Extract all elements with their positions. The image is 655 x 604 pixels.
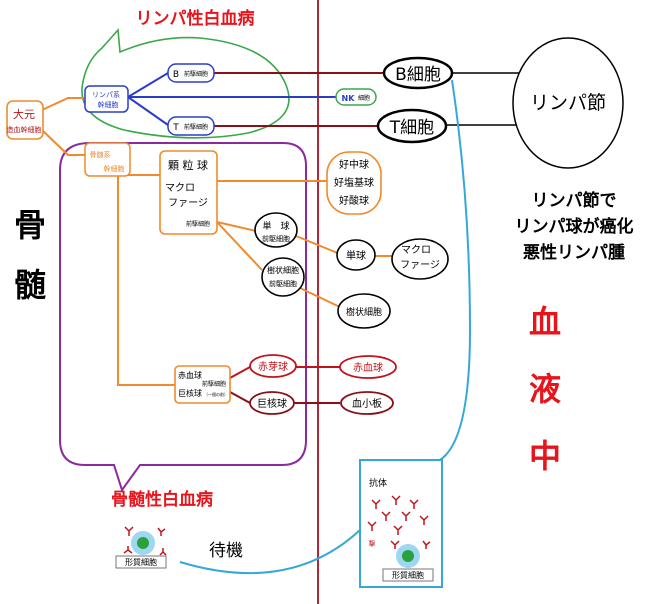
monocyte-pre-label-2: 前駆細胞: [262, 234, 290, 243]
lymph-leukemia-region: [81, 28, 290, 139]
b-to-plasma-link: [439, 79, 472, 461]
plasma-cell-left-nucleus: [137, 537, 149, 549]
plasma-cell-left-label: 形質細胞: [125, 557, 157, 567]
erymega-to-mega-line: [229, 391, 251, 404]
blood-title-3: 中: [529, 437, 561, 475]
b-pre-label: 前駆細胞: [184, 70, 208, 78]
granulo-to-dc-line: [216, 221, 263, 271]
nk-label: 細胞: [358, 94, 370, 102]
megakaryocyte-node: [249, 391, 295, 415]
b-pre-letter: B: [173, 70, 179, 80]
lymphoma-note-1: リンパ節で: [532, 190, 617, 211]
b-pre-node: [167, 63, 215, 83]
antibody-icon: [390, 540, 431, 549]
lymph-to-b-line: [127, 72, 169, 98]
monocyte-pre-node: [254, 212, 298, 248]
antibody-icon-group: [367, 495, 429, 535]
mono-pre-to-mono-line: [295, 235, 341, 255]
lymphoma-note-2: リンパ球が癌化: [515, 216, 634, 237]
eosinophil-label: 好酸球: [339, 194, 369, 207]
dendritic-pre-node: [261, 257, 305, 297]
basophil-label: 好塩基球: [334, 176, 374, 189]
t-cell-node: [376, 108, 448, 144]
plasma-cell-left: 形質細胞: [115, 526, 167, 569]
dendritic-label: 樹状細胞: [346, 306, 382, 318]
dendritic-pre-label-1: 樹状細胞: [267, 265, 299, 275]
rbc-node: [339, 355, 397, 379]
b-cell-node: [382, 56, 454, 90]
mega-pre-note: （一個の前）: [204, 391, 228, 397]
granulocyte-pre-label: 前駆細胞: [186, 220, 210, 228]
dendritic-node: [337, 293, 391, 329]
myeloid-stem-node: [84, 142, 131, 177]
lymph-to-t-line: [127, 96, 169, 126]
hsc-node: [6, 100, 44, 140]
waiting-link: [179, 529, 361, 575]
erythro-mega-pre-label: 前駆細胞: [202, 380, 226, 388]
plasma-cell-right-nucleus: [402, 550, 414, 562]
hsc-to-myeloid-line: [41, 129, 85, 156]
t-pre-label: 前駆細胞: [184, 123, 208, 131]
rbc-label: 赤血球: [353, 361, 383, 374]
granulo-to-mono-line: [216, 221, 257, 232]
lymph-stem-label-1: リンパ系: [92, 90, 120, 99]
platelet-label: 血小板: [352, 397, 382, 410]
attack-label: 撃: [369, 539, 376, 548]
mega-pre-label: 巨核球: [178, 388, 202, 398]
plasma-cell-right-label-box: [382, 568, 434, 582]
erythro-pre-label: 赤血球: [178, 370, 202, 380]
platelet-node: [340, 391, 394, 415]
bone-marrow-title-2: 髄: [14, 266, 46, 304]
monocyte-node: [336, 239, 376, 271]
lymph-stem-node: [84, 85, 129, 113]
lymph-node-label: リンパ節: [530, 92, 606, 114]
blood-title-2: 液: [529, 370, 561, 408]
t-pre-letter: T: [172, 123, 179, 133]
myeloid-stem-label-1: 骨髄系: [90, 150, 111, 159]
neutrophil-label: 好中球: [339, 158, 369, 171]
blood-title-1: 血: [529, 303, 561, 341]
plasma-cell-right-label: 形質細胞: [392, 570, 424, 580]
antibody-label: 抗体: [369, 477, 387, 489]
erymega-to-erythro-line: [229, 366, 251, 379]
macrophage-label-2: ファージ: [400, 260, 440, 271]
plasma-cell-left-label-box: [115, 555, 167, 569]
waiting-label: 待機: [209, 541, 243, 561]
nk-node: [335, 88, 377, 106]
dendritic-pre-label-2: 前駆細胞: [269, 279, 297, 288]
dc-pre-to-dc-line: [299, 287, 343, 309]
plasma-cell-right: 形質細胞: [382, 540, 434, 582]
megakaryocyte-label: 巨核球: [257, 397, 287, 410]
lymph-node: [512, 37, 624, 169]
marrow-leukemia-title: 骨髄性白血病: [111, 489, 213, 510]
erythroblast-node: [249, 354, 297, 378]
macrophage-node: [391, 238, 449, 280]
granulocyte-types-node: [326, 151, 382, 215]
macrophage-label-1: マクロ: [401, 244, 431, 256]
bone-marrow-title-1: 骨: [14, 206, 46, 244]
hsc-label: 大元: [13, 107, 35, 121]
erythro-mega-pre-node: [174, 365, 231, 404]
lymphoma-note-3: 悪性リンパ腫: [523, 242, 625, 263]
granulocyte-label: 顆 粒 球: [168, 158, 208, 172]
hsc-sub-label: 造血幹細胞: [7, 125, 42, 134]
granulocyte-node: [159, 150, 218, 235]
bone-marrow-region: [59, 142, 307, 493]
monocyte-pre-label-1: 単 球: [262, 220, 289, 232]
b-cell-label: B細胞: [395, 65, 441, 85]
lymph-stem-label-2: 幹細胞: [98, 100, 119, 109]
macrophage-pre-label-1: マクロ: [165, 182, 195, 194]
t-pre-node: [167, 116, 215, 136]
monocyte-label: 単球: [346, 249, 366, 262]
nk-letter: NK: [342, 94, 356, 103]
antibody-icon: [123, 526, 167, 556]
myeloid-stem-label-2: 幹細胞: [104, 164, 125, 173]
t-cell-label: T細胞: [389, 118, 434, 138]
lymph-leukemia-title: リンパ性白血病: [136, 8, 255, 29]
erythroblast-label: 赤芽球: [258, 360, 288, 373]
macrophage-pre-label-2: ファージ: [168, 198, 208, 209]
hsc-to-lymph-line: [41, 97, 85, 111]
